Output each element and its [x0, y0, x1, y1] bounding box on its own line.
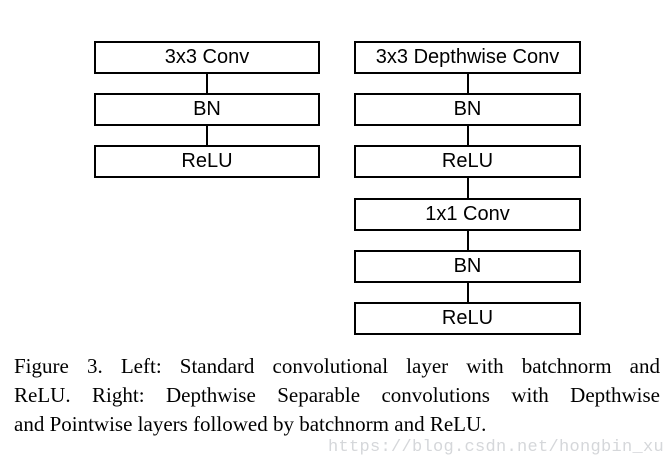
watermark: https://blog.csdn.net/hongbin_xu	[327, 438, 664, 457]
diagram-box-bn-left: BN	[94, 93, 320, 126]
connector-line	[206, 126, 208, 145]
connector-line	[467, 231, 469, 250]
diagram-box-conv3x3: 3x3 Conv	[94, 41, 320, 74]
diagram-box-bn-right-2: BN	[354, 250, 581, 283]
figure-caption-line-1: Figure 3. Left: Standard convolutional l…	[14, 354, 660, 378]
figure-caption-line-3: and Pointwise layers followed by batchno…	[14, 412, 487, 436]
conv-layers-diagram: 3x3 Conv BN ReLU 3x3 Depthwise Conv BN R…	[94, 41, 581, 335]
diagram-box-conv1x1: 1x1 Conv	[354, 198, 581, 231]
connector-line	[467, 283, 469, 302]
diagram-box-bn-right-1: BN	[354, 93, 581, 126]
connector-line	[467, 126, 469, 145]
connector-line	[206, 74, 208, 93]
diagram-box-depthwise-conv: 3x3 Depthwise Conv	[354, 41, 581, 74]
diagram-box-relu-right-1: ReLU	[354, 145, 581, 178]
connector-line	[467, 74, 469, 93]
figure-caption-line-2: ReLU. Right: Depthwise Separable convolu…	[14, 383, 660, 407]
connector-line	[467, 178, 469, 198]
diagram-box-relu-left: ReLU	[94, 145, 320, 178]
diagram-box-relu-right-2: ReLU	[354, 302, 581, 335]
figure-caption: Figure 3. Left: Standard convolutional l…	[14, 352, 660, 439]
